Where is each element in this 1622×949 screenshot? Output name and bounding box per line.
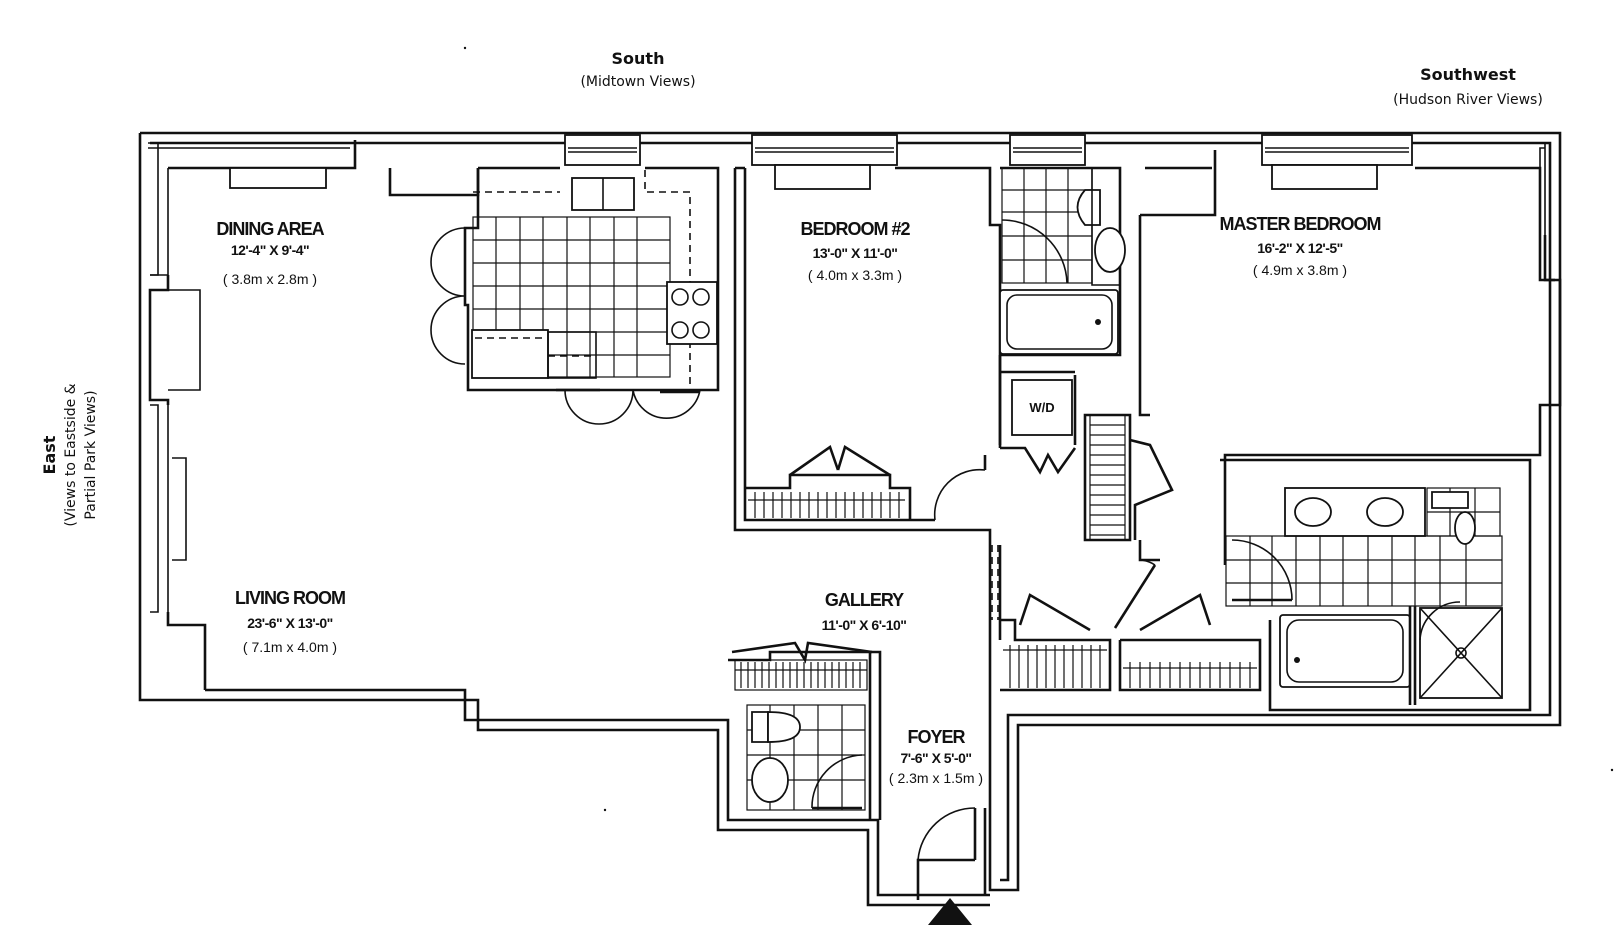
bedroom2-closet-rod bbox=[748, 492, 905, 518]
orientation-south: South (Midtown Views) bbox=[580, 49, 695, 90]
foyer-name: FOYER bbox=[907, 727, 965, 747]
window-dining bbox=[229, 167, 327, 189]
east-sub-2: Partial Park Views) bbox=[83, 390, 99, 519]
master-imperial: 16'-2" X 12'-5" bbox=[1257, 240, 1343, 256]
room-label-dining: DINING AREA 12'-4" X 9'-4" ( 3.8m x 2.8m… bbox=[216, 219, 325, 287]
master-bathtub bbox=[1279, 614, 1411, 688]
powder-toilet-tank bbox=[751, 711, 769, 743]
kitchen-door-bottom bbox=[564, 389, 701, 425]
master-toilet bbox=[1454, 511, 1476, 545]
powder-room bbox=[728, 641, 882, 820]
living-name: LIVING ROOM bbox=[235, 588, 345, 608]
window-master bbox=[1261, 134, 1413, 166]
gallery-name: GALLERY bbox=[825, 590, 904, 610]
east-label: East bbox=[40, 435, 59, 474]
vanity-sink-right bbox=[1366, 497, 1404, 527]
windows bbox=[148, 134, 1555, 282]
window-kitchen bbox=[564, 134, 641, 166]
washer-dryer-label: W/D bbox=[1029, 400, 1054, 415]
bath2-sink bbox=[1094, 227, 1126, 273]
bedroom2-metric: ( 4.0m x 3.3m ) bbox=[808, 267, 902, 283]
foyer-entrance bbox=[916, 807, 987, 900]
southwest-sub: (Hudson River Views) bbox=[1393, 92, 1543, 108]
bedroom2-imperial: 13'-0" X 11'-0" bbox=[813, 245, 898, 261]
dining-metric: ( 3.8m x 2.8m ) bbox=[223, 271, 317, 287]
bath2-door-swing bbox=[1001, 219, 1068, 284]
orientation-east: East (Views to Eastside & Partial Park V… bbox=[40, 383, 99, 526]
room-label-bedroom2: BEDROOM #2 13'-0" X 11'-0" ( 4.0m x 3.3m… bbox=[800, 219, 911, 283]
window-bedroom2 bbox=[751, 134, 898, 166]
hall-closet-doors bbox=[1018, 593, 1212, 632]
toilet bbox=[1076, 189, 1101, 226]
bedroom2-name: BEDROOM #2 bbox=[800, 219, 910, 239]
powder-door-swing bbox=[811, 754, 863, 809]
master-name: MASTER BEDROOM bbox=[1220, 214, 1381, 234]
dining-name: DINING AREA bbox=[216, 219, 324, 239]
bedroom2-closet-doors bbox=[789, 444, 891, 477]
living-metric: ( 7.1m x 4.0m ) bbox=[243, 639, 337, 655]
living-imperial: 23'-6" X 13'-0" bbox=[247, 615, 333, 631]
kitchen-door-left bbox=[430, 227, 466, 365]
southwest-label: Southwest bbox=[1420, 65, 1516, 84]
vanity-sink-left bbox=[1294, 497, 1332, 527]
master-metric: ( 4.9m x 3.8m ) bbox=[1253, 262, 1347, 278]
room-label-master: MASTER BEDROOM 16'-2" X 12'-5" ( 4.9m x … bbox=[1220, 214, 1382, 278]
east-sub-1: (Views to Eastside & bbox=[63, 383, 79, 526]
south-sub: (Midtown Views) bbox=[580, 74, 695, 90]
kitchen bbox=[388, 166, 720, 425]
hall-linen-closet bbox=[1083, 413, 1174, 542]
entry-door-swing bbox=[917, 807, 976, 861]
bathroom-2 bbox=[998, 166, 1126, 448]
dining-imperial: 12'-4" X 9'-4" bbox=[231, 242, 309, 258]
master-bath-door-swing bbox=[1231, 539, 1293, 601]
powder-sink bbox=[751, 757, 789, 803]
foyer-metric: ( 2.3m x 1.5m ) bbox=[889, 770, 983, 786]
room-label-gallery: GALLERY 11'-0" X 6'-10" bbox=[822, 590, 907, 633]
washer-dryer-closet: W/D bbox=[1000, 370, 1077, 475]
gallery-imperial: 11'-0" X 6'-10" bbox=[822, 617, 907, 633]
orientation-southwest: Southwest (Hudson River Views) bbox=[1393, 65, 1543, 108]
entrance-arrow-icon bbox=[928, 898, 972, 925]
powder-toilet bbox=[767, 711, 801, 743]
master-toilet-tank bbox=[1431, 491, 1469, 509]
south-label: South bbox=[612, 49, 665, 68]
foyer-imperial: 7'-6" X 5'-0" bbox=[900, 750, 971, 766]
room-label-foyer: FOYER 7'-6" X 5'-0" ( 2.3m x 1.5m ) bbox=[889, 727, 983, 786]
hall-closets bbox=[988, 545, 1262, 692]
window-bath2 bbox=[1009, 134, 1086, 166]
master-bathroom bbox=[1220, 458, 1532, 712]
washer-dryer bbox=[1011, 379, 1073, 436]
room-label-living: LIVING ROOM 23'-6" X 13'-0" ( 7.1m x 4.0… bbox=[235, 588, 346, 655]
bathtub bbox=[999, 289, 1119, 355]
stove bbox=[666, 281, 718, 345]
